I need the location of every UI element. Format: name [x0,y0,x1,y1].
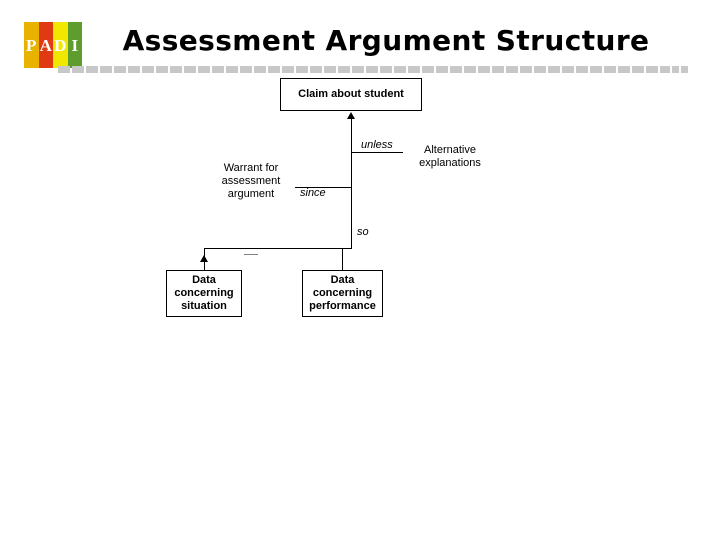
logo-letter-i-text: I [71,35,79,55]
divider-dash [492,66,504,73]
divider-dash [72,66,84,73]
divider-dash [632,66,644,73]
divider-dash [226,66,238,73]
logo-letter-d-text: D [54,35,67,55]
divider-dash [268,66,280,73]
data-performance-stem-line [342,248,343,270]
data-situation-arrowhead-icon [200,255,208,262]
warrant-line1: Warrant for [223,162,279,174]
divider-dash [408,66,420,73]
padi-logo: P A D I [24,22,82,68]
divider-dash [422,66,434,73]
divider-dash [338,66,350,73]
divider-dash [548,66,560,73]
title-divider [58,66,706,73]
divider-dash [282,66,294,73]
claim-spine-line [351,118,352,248]
divider-dash [618,66,630,73]
so-label: so [357,226,369,238]
divider-dash [366,66,378,73]
data-join-line [204,248,352,249]
divider-dash [198,66,210,73]
divider-dash [478,66,490,73]
divider-dash [212,66,224,73]
alternative-explanations-line1: Alternative [424,144,476,156]
unless-label: unless [361,139,393,151]
junction-tick [244,254,258,255]
divider-dash [114,66,126,73]
divider-dash [86,66,98,73]
divider-dash [240,66,252,73]
divider-dash [590,66,602,73]
logo-letter-a-text: A [39,35,52,55]
since-label: since [300,187,326,199]
divider-dash [562,66,574,73]
divider-dash [464,66,476,73]
divider-dash [506,66,518,73]
divider-dash [100,66,112,73]
divider-dash [254,66,266,73]
divider-dash [681,66,688,73]
divider-dash [58,66,70,73]
logo-letter-i: I [67,22,82,68]
warrant-line3: argument [227,188,275,200]
alternative-explanations-label: Alternative explanations [404,144,496,170]
divider-dash [170,66,182,73]
divider-dash [394,66,406,73]
since-branch-line [295,187,351,188]
divider-dash [352,66,364,73]
divider-dash [296,66,308,73]
divider-dash [142,66,154,73]
claim-arrowhead-icon [347,112,355,119]
claim-box-label: Claim about student [298,88,404,100]
divider-dash [576,66,588,73]
divider-dash [324,66,336,73]
claim-box: Claim about student [280,78,422,111]
divider-dash [660,66,670,73]
logo-letter-d: D [53,22,68,68]
logo-letter-a: A [38,22,53,68]
divider-dash [672,66,679,73]
divider-dash [380,66,392,73]
divider-dash [450,66,462,73]
unless-branch-line [351,152,403,153]
divider-dash [436,66,448,73]
logo-letter-p-text: P [26,35,37,55]
divider-dash [310,66,322,73]
divider-dash [534,66,546,73]
divider-dash [604,66,616,73]
logo-letter-p: P [24,22,39,68]
warrant-line2: assessment [221,175,281,187]
divider-dash [156,66,168,73]
divider-dash [128,66,140,73]
alternative-explanations-line2: explanations [419,157,481,169]
divider-dash [646,66,658,73]
warrant-label: Warrant for assessment argument [205,162,297,201]
divider-dash [520,66,532,73]
page-title: Assessment Argument Structure [122,24,650,57]
divider-dash [184,66,196,73]
